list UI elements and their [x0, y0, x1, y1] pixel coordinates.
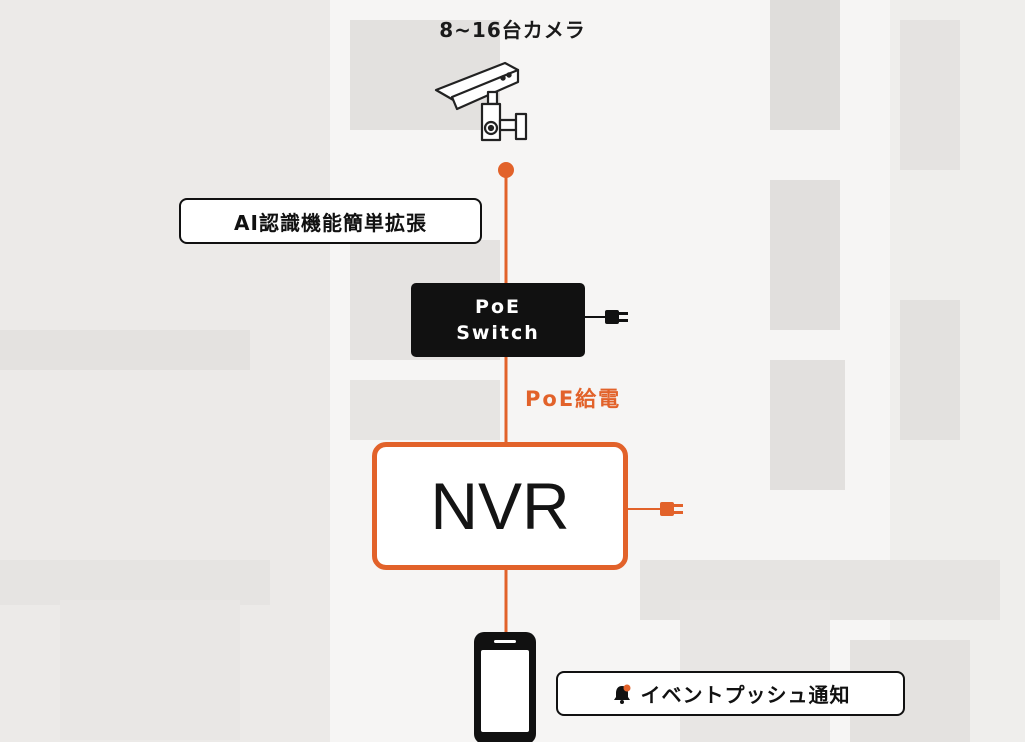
- plug-icon-nvr: [660, 502, 683, 516]
- poe-switch-line1: PoE: [475, 296, 521, 318]
- ai-feature-label: AI認識機能簡単拡張: [179, 198, 482, 244]
- poe-switch-line2: Switch: [456, 322, 540, 344]
- nvr-box: NVR: [372, 442, 628, 570]
- ai-feature-text: AI認識機能簡単拡張: [234, 210, 427, 235]
- smartphone-icon: [474, 632, 536, 742]
- poe-switch-box: PoE Switch: [411, 283, 585, 357]
- camera-count-label: 8~16台カメラ: [439, 18, 586, 42]
- bell-icon: [611, 683, 633, 705]
- nvr-label: NVR: [430, 469, 570, 543]
- camera-icon: [434, 61, 528, 142]
- push-notification-label: イベントプッシュ通知: [556, 671, 905, 716]
- poe-power-label: PoE給電: [525, 387, 622, 411]
- camera-connection-dot: [498, 162, 514, 178]
- plug-icon-switch: [605, 310, 628, 324]
- push-notification-text: イベントプッシュ通知: [640, 683, 851, 707]
